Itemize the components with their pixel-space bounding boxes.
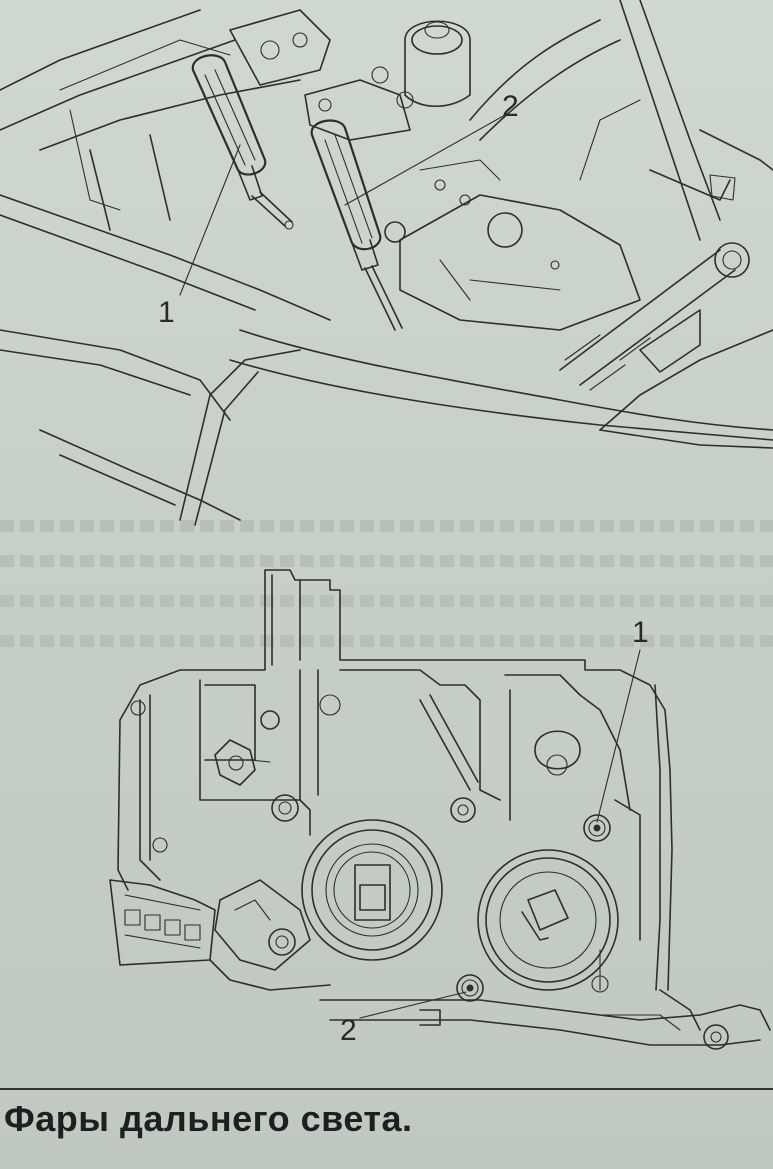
callout-2-bottom: 2	[340, 1014, 357, 1047]
bleed-through-text-line	[0, 520, 773, 532]
engine-bay-adjustment-illustration	[0, 0, 773, 526]
headlamp-unit-illustration	[109, 569, 771, 1050]
bleed-through-text-line	[0, 595, 773, 607]
figure-caption: Фары дальнего света.	[4, 1098, 413, 1139]
bleed-through-text-line	[0, 555, 773, 567]
callout-1-bottom: 1	[632, 616, 649, 649]
callout-1-top: 1	[158, 296, 175, 329]
callout-2-top: 2	[502, 90, 519, 123]
caption-rule	[0, 1088, 773, 1090]
bleed-through-text-line	[0, 635, 773, 647]
